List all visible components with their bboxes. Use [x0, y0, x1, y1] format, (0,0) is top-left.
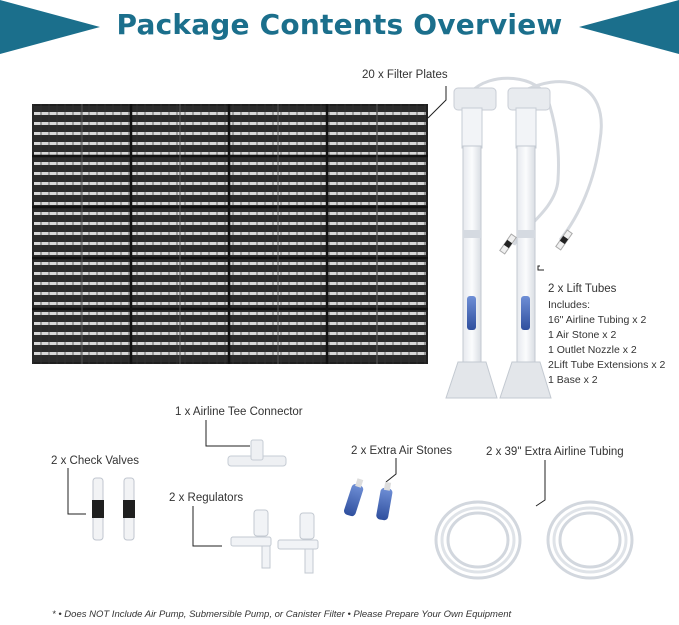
lift-tubes-label: 2 x Lift Tubes	[548, 283, 617, 295]
lift-tube-extensions-item: 2Lift Tube Extensions x 2	[548, 359, 666, 371]
regulators-illustration	[192, 506, 319, 574]
lift-tubes	[445, 76, 603, 399]
airline-tubing-item: 16" Airline Tubing x 2	[548, 314, 647, 326]
air-stone-item: 1 Air Stone x 2	[548, 329, 617, 341]
filter-plates-grid	[32, 104, 428, 364]
outlet-nozzle-item: 1 Outlet Nozzle x 2	[548, 344, 637, 356]
check-valves-label: 2 x Check Valves	[51, 455, 139, 467]
extra-air-stones-label: 2 x Extra Air Stones	[351, 445, 452, 457]
regulators-label: 2 x Regulators	[169, 492, 244, 504]
check-valves-illustration	[67, 468, 135, 541]
footer-note: * • Does NOT Include Air Pump, Submersib…	[52, 609, 512, 620]
filter-plates-label: 20 x Filter Plates	[362, 69, 448, 81]
right-corner-triangle	[579, 0, 679, 54]
airline-coils-illustration	[434, 460, 634, 580]
left-corner-triangle	[0, 0, 100, 54]
includes-label: Includes:	[548, 299, 591, 311]
extra-air-stones-illustration	[344, 458, 397, 521]
tee-connector-label: 1 x Airline Tee Connector	[175, 406, 303, 418]
page-title: Package Contents Overview	[116, 8, 563, 41]
extra-airline-label: 2 x 39" Extra Airline Tubing	[486, 446, 624, 458]
base-item: 1 Base x 2	[548, 374, 598, 386]
tee-connector-illustration	[205, 420, 287, 467]
